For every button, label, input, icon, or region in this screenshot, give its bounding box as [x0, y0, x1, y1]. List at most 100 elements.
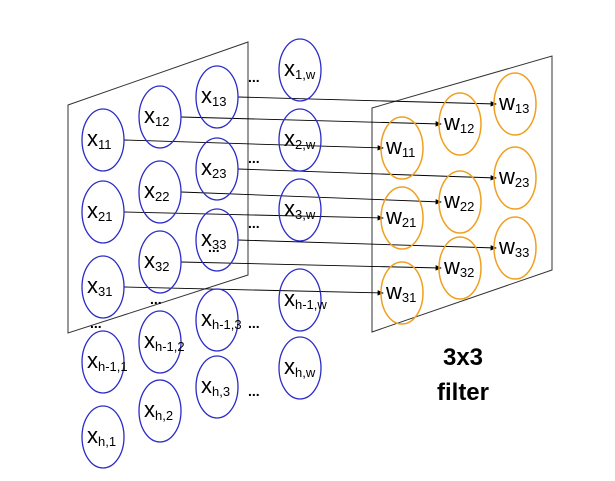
node-w33: w33 — [493, 216, 537, 280]
arrow-x33-w33 — [237, 239, 497, 251]
filter-nodes: w11 w12 w13 w21 w22 w23 w31 w32 w33 — [380, 72, 537, 325]
node-label-w33: w33 — [498, 234, 529, 260]
node-circle-xhw — [278, 336, 322, 400]
node-circle-xh11 — [81, 330, 125, 394]
node-label-x13: x13 — [201, 83, 226, 109]
ellipsis-row2: ... — [248, 150, 260, 166]
node-xh2: xh,2 — [138, 379, 182, 443]
node-circle-xh12 — [138, 310, 182, 374]
node-circle-x31 — [81, 255, 125, 319]
node-circle-x2w — [278, 108, 322, 172]
node-w11: w11 — [380, 116, 424, 180]
arrow-x21-w21 — [123, 211, 384, 221]
ellipsis-col3: ... — [208, 239, 220, 255]
node-label-xh2: xh,2 — [144, 397, 173, 423]
node-circle-w13 — [493, 72, 537, 136]
node-label-xh13: xh-1,3 — [201, 306, 242, 332]
input-plane — [67, 41, 249, 334]
node-x12: x12 — [138, 85, 182, 149]
node-label-w31: w31 — [385, 279, 416, 305]
node-circle-w23 — [493, 146, 537, 210]
node-label-xhw: xh,w — [284, 354, 316, 380]
node-x22: x22 — [138, 160, 182, 224]
node-w32: w32 — [438, 236, 482, 300]
node-label-x23: x23 — [201, 155, 226, 181]
node-label-xh12: xh-1,2 — [144, 328, 185, 354]
ellipsis-row1: ... — [248, 69, 260, 85]
node-label-xh1: xh,1 — [87, 423, 116, 449]
node-circle-w12 — [438, 92, 482, 156]
node-w21: w21 — [380, 186, 424, 250]
ellipsis-row-h1: ... — [248, 315, 260, 331]
node-circle-x1w — [278, 38, 322, 102]
node-circle-x22 — [138, 160, 182, 224]
arrow-x13-w13 — [237, 96, 497, 107]
node-x2w: x2,w — [278, 108, 322, 172]
node-label-x3w: x3,w — [284, 196, 316, 222]
node-w31: w31 — [380, 261, 424, 325]
node-label-xh11: xh-1,1 — [87, 348, 128, 374]
node-circle-x32 — [138, 230, 182, 294]
node-label-x32: x32 — [144, 248, 169, 274]
filter-plane — [371, 55, 553, 333]
filter-caption-size: 3x3 — [443, 344, 483, 371]
ellipsis-row-h: ... — [248, 383, 260, 399]
node-label-x2w: x2,w — [284, 126, 316, 152]
input-nodes: x11x12x13x1,wx21x22x23x2,wx31x32x33x3,wx… — [81, 38, 327, 469]
node-x31: x31 — [81, 255, 125, 319]
node-w12: w12 — [438, 92, 482, 156]
arrow-x22-w22 — [180, 191, 442, 205]
node-xh13: xh-1,3 — [195, 288, 242, 352]
node-label-w11: w11 — [385, 134, 415, 160]
ellipsis-col2: ... — [150, 291, 162, 307]
node-label-x11: x11 — [87, 126, 112, 152]
node-x32: x32 — [138, 230, 182, 294]
node-xh1: xh,1 — [81, 405, 125, 469]
node-label-w21: w21 — [385, 204, 416, 230]
node-label-w13: w13 — [498, 90, 529, 116]
ellipsis-row3: ... — [248, 215, 260, 231]
node-circle-x23 — [195, 137, 239, 201]
node-label-w12: w12 — [443, 110, 474, 136]
node-x11: x11 — [81, 108, 125, 172]
node-xh3: xh,3 — [195, 355, 239, 419]
connection-arrows — [123, 96, 497, 296]
node-circle-x3w — [278, 178, 322, 242]
node-circle-x21 — [81, 180, 125, 244]
node-circle-xh13 — [195, 288, 239, 352]
node-label-x31: x31 — [87, 273, 112, 299]
node-label-w32: w32 — [443, 254, 474, 280]
node-w13: w13 — [493, 72, 537, 136]
node-circle-xh1w — [278, 268, 322, 332]
node-circle-w31 — [380, 261, 424, 325]
node-circle-w11 — [380, 116, 424, 180]
node-circle-w33 — [493, 216, 537, 280]
node-x33: x33 — [195, 208, 239, 272]
arrow-x32-w32 — [180, 261, 442, 271]
node-circle-xh1 — [81, 405, 125, 469]
node-circle-x11 — [81, 108, 125, 172]
node-x3w: x3,w — [278, 178, 322, 242]
ellipsis-col1: ... — [90, 315, 102, 331]
node-circle-xh2 — [138, 379, 182, 443]
arrow-x31-w31 — [123, 286, 384, 296]
node-w22: w22 — [438, 170, 482, 234]
node-w23: w23 — [493, 146, 537, 210]
node-circle-x33 — [195, 208, 239, 272]
node-circle-w21 — [380, 186, 424, 250]
node-label-w22: w22 — [443, 188, 474, 214]
node-circle-xh3 — [195, 355, 239, 419]
node-circle-w22 — [438, 170, 482, 234]
node-label-xh1w: xh-1,w — [284, 286, 327, 312]
filter-caption-label: filter — [437, 379, 489, 406]
node-circle-x12 — [138, 85, 182, 149]
arrow-x12-w12 — [180, 116, 442, 127]
node-xh12: xh-1,2 — [138, 310, 185, 374]
node-label-x33: x33 — [201, 226, 226, 252]
node-label-x12: x12 — [144, 103, 169, 129]
node-label-x22: x22 — [144, 178, 169, 204]
node-xh11: xh-1,1 — [81, 330, 128, 394]
arrow-x11-w11 — [123, 139, 384, 151]
node-label-x21: x21 — [87, 198, 112, 224]
